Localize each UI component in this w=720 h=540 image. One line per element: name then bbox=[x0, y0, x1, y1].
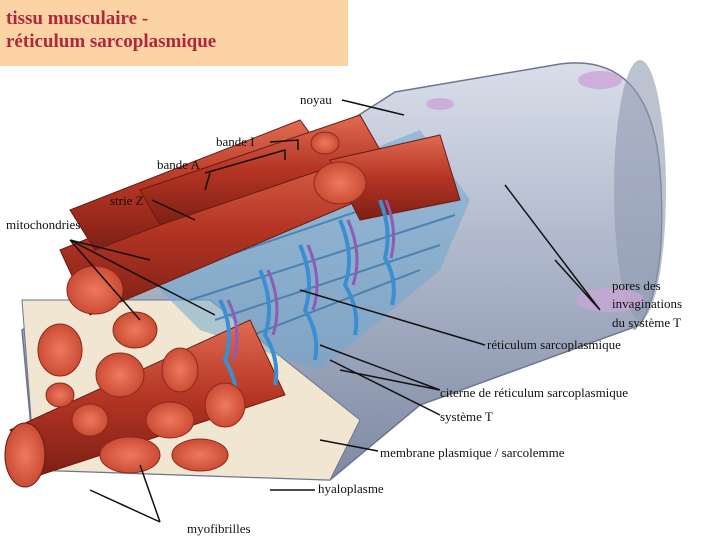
label-pores-line3: du système T bbox=[612, 315, 681, 330]
label-noyau: noyau bbox=[300, 92, 332, 107]
label-mitochondries: mitochondries bbox=[6, 217, 80, 232]
label-systeme-t: système T bbox=[440, 409, 493, 424]
label-pores-line2: invaginations bbox=[612, 296, 682, 311]
label-citerne: citerne de réticulum sarcoplasmique bbox=[440, 385, 628, 400]
label-myofibrilles: myofibrilles bbox=[187, 521, 251, 536]
label-hyaloplasme: hyaloplasme bbox=[318, 481, 384, 496]
label-membrane-plasmique: membrane plasmique / sarcolemme bbox=[380, 445, 564, 460]
label-bande-i: bande I bbox=[216, 134, 255, 149]
label-reticulum-sarcoplasmique: réticulum sarcoplasmique bbox=[487, 337, 621, 352]
label-strie-z: strie Z bbox=[110, 193, 144, 208]
label-pores-line1: pores des bbox=[612, 278, 661, 293]
label-bande-a: bande A bbox=[157, 157, 200, 172]
